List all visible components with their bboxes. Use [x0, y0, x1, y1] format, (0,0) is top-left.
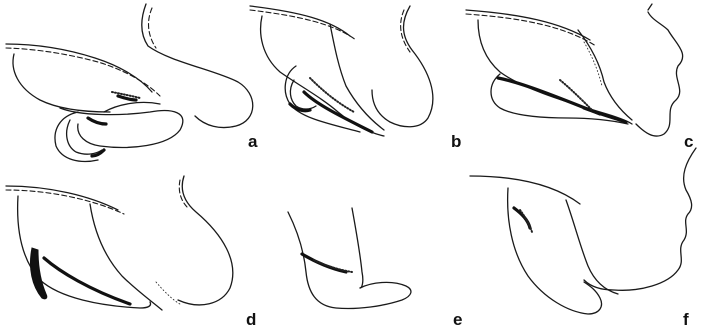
panel-d — [6, 176, 233, 310]
panel-label-f: f — [683, 310, 689, 329]
panel-a — [6, 4, 253, 161]
panel-c — [466, 4, 683, 136]
panel-b — [250, 6, 433, 136]
panel-label-d: d — [246, 310, 256, 329]
panel-label-e: e — [453, 310, 462, 329]
panel-f — [470, 148, 696, 314]
panel-label-a: a — [248, 132, 258, 151]
panel-label-c: c — [684, 132, 693, 151]
panel-label-b: b — [451, 132, 461, 151]
panel-e — [288, 208, 411, 309]
